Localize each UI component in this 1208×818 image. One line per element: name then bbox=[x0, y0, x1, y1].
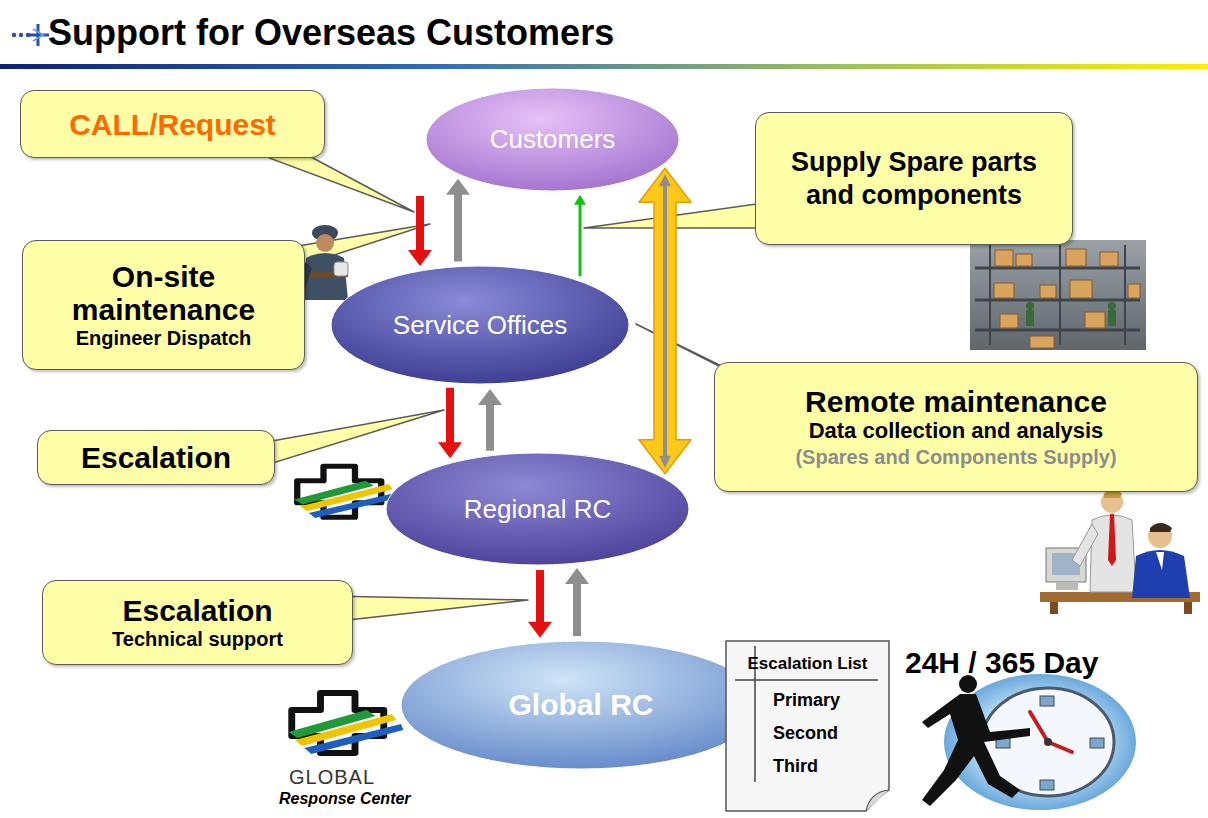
ellipse-fill bbox=[401, 641, 761, 769]
node-sublabel: Technical support bbox=[112, 627, 283, 651]
global-response-center-logo bbox=[288, 693, 403, 754]
arrow-body bbox=[574, 195, 586, 276]
flow-arrow bbox=[438, 388, 462, 459]
flow-arrow bbox=[639, 168, 691, 474]
arrow-body bbox=[565, 568, 589, 636]
availability-label: 24H / 365 Day bbox=[905, 646, 1098, 680]
title-underline bbox=[0, 64, 1208, 69]
arrow-body bbox=[528, 570, 552, 638]
node-sublabel: Second bbox=[735, 723, 880, 744]
flow-arrow bbox=[478, 389, 502, 451]
node-label: Supply Spare parts and components bbox=[768, 146, 1060, 211]
onsite-callout: On-site maintenanceEngineer Dispatch bbox=[22, 240, 305, 370]
regional-rc-ellipse: Regional RC bbox=[385, 452, 690, 566]
node-label: On-site maintenance bbox=[35, 260, 292, 326]
node-label: Escalation bbox=[122, 594, 272, 627]
document-outline bbox=[726, 641, 889, 811]
arrow-body bbox=[408, 196, 432, 266]
logo-subtitle: Response Center bbox=[279, 790, 411, 808]
request-callout: CALL/Request bbox=[20, 90, 325, 158]
node-label: Remote maintenance bbox=[805, 385, 1107, 418]
global-rc-ellipse: Global RC bbox=[400, 640, 762, 770]
diagram-title: Support for Overseas Customers bbox=[48, 12, 614, 54]
node-sublabel: Data collection and analysis bbox=[809, 418, 1104, 444]
title-icon bbox=[12, 24, 49, 46]
supply-callout: Supply Spare parts and components bbox=[755, 112, 1073, 245]
warehouse-picture bbox=[970, 240, 1146, 350]
ellipse-fill bbox=[426, 88, 679, 191]
flow-arrow bbox=[408, 196, 432, 266]
remote-callout: Remote maintenanceData collection and an… bbox=[714, 362, 1198, 492]
node-label: Customers bbox=[490, 124, 616, 155]
arrow-inner bbox=[659, 174, 671, 468]
node-label: CALL/Request bbox=[69, 108, 276, 141]
node-label: Regional RC bbox=[464, 494, 611, 525]
flow-arrow bbox=[528, 570, 552, 638]
service-offices-ellipse: Service Offices bbox=[330, 265, 630, 385]
node-sublabel: Third bbox=[735, 756, 880, 777]
ellipse-fill bbox=[386, 453, 689, 565]
operators-picture bbox=[1040, 489, 1200, 614]
node-sublabel: Engineer Dispatch bbox=[76, 326, 252, 350]
node-label: Escalation List bbox=[735, 654, 880, 674]
arrow-body bbox=[446, 179, 470, 262]
response-center-logo bbox=[294, 466, 399, 518]
arrow-body bbox=[438, 388, 462, 459]
escalation-list-document: Escalation ListPrimarySecondThird bbox=[725, 640, 890, 812]
arrow-body bbox=[478, 389, 502, 451]
node-label: Global RC bbox=[508, 688, 653, 722]
flow-arrow bbox=[565, 568, 589, 636]
node-sublabel: Primary bbox=[735, 690, 880, 711]
node-label: Service Offices bbox=[393, 310, 567, 341]
flow-arrow bbox=[574, 195, 586, 276]
logo-wordmark: GLOBAL bbox=[289, 766, 375, 789]
customers-ellipse: Customers bbox=[425, 87, 680, 192]
flow-arrow bbox=[446, 179, 470, 262]
ellipse-fill bbox=[331, 266, 629, 384]
escalation-callout: Escalation bbox=[37, 430, 275, 485]
node-sublabel: (Spares and Components Supply) bbox=[795, 445, 1116, 469]
technical-escalation-callout: EscalationTechnical support bbox=[42, 580, 353, 665]
arrow-body bbox=[639, 168, 691, 474]
node-label: Escalation bbox=[81, 441, 231, 474]
clock-picture bbox=[922, 674, 1136, 810]
